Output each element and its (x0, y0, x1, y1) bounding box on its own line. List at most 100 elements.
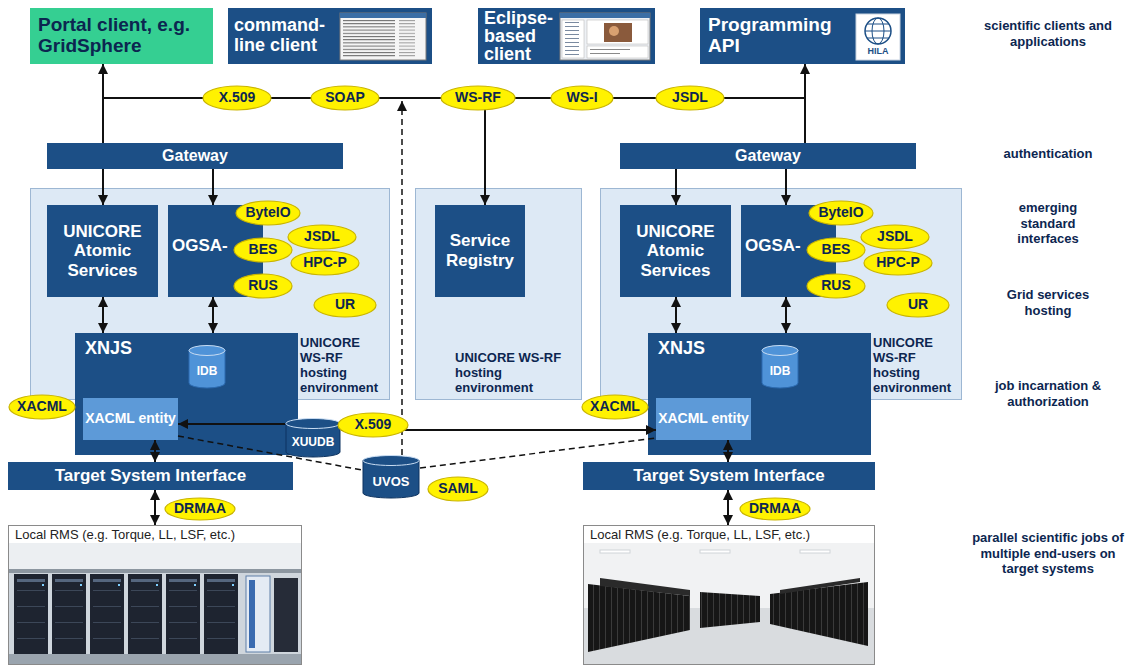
authorization-entity: XACML entity (656, 398, 751, 440)
connector (154, 490, 156, 525)
node-text: XACML entity (658, 411, 749, 426)
node-text: XACML (590, 399, 640, 414)
service-box: UNICORE Atomic Services (47, 205, 158, 297)
label-box: Grid services hosting (993, 287, 1103, 318)
ellipse-shape (236, 201, 300, 225)
text-area: SAML (427, 476, 489, 502)
node-text: XUUDB (292, 436, 335, 449)
terminal-screenshot (340, 13, 426, 60)
connector (727, 490, 729, 525)
text-area: UNICORE Atomic Services (624, 209, 727, 293)
database-cylinder: IDB (188, 345, 226, 389)
text-area: Target System Interface (8, 462, 293, 490)
cylinder-cap (363, 456, 419, 466)
decoration (14, 574, 242, 654)
text-area: WS-I (550, 85, 614, 111)
decoration (274, 578, 298, 652)
node-text: ByteIO (818, 205, 863, 220)
text-area: ByteIO (235, 200, 301, 226)
node-text: UNICORE WS-RF hosting environment (873, 336, 960, 396)
ellipse-shape (9, 395, 75, 419)
eclipse-screenshot (560, 13, 650, 60)
database-cylinder: XUUDB (285, 418, 341, 458)
standard-ellipse: HPC-P (863, 250, 933, 276)
ellipse-shape (203, 86, 271, 110)
node-text: Service Registry (438, 231, 522, 270)
text-area: XACML (581, 394, 649, 420)
ellipse-shape (441, 86, 515, 110)
cylinder-cap (189, 346, 225, 356)
ellipse-shape (338, 413, 408, 437)
node-text: SAML (438, 481, 478, 496)
text-area: UR (313, 292, 377, 318)
ellipse-shape (291, 251, 359, 275)
label-box: scientific clients and applications (983, 18, 1113, 49)
decoration (590, 53, 620, 54)
ellipse-shape (314, 293, 376, 317)
decoration (340, 13, 426, 60)
node-text: HPC-P (876, 255, 920, 270)
node-text: BES (822, 242, 851, 257)
node-text: Local RMS (e.g. Torque, LL, LSF, etc.) (588, 528, 812, 543)
decoration (867, 38, 889, 39)
decoration (560, 13, 650, 18)
node-text: DRMAA (174, 501, 226, 516)
standard-ellipse: BES (233, 237, 293, 263)
standard-ellipse: XACML (581, 394, 649, 420)
text-area: XACML entity (83, 398, 178, 440)
decoration (9, 654, 301, 664)
node-text: Gateway (162, 147, 228, 165)
standard-ellipse: HPC-P (290, 250, 360, 276)
text-area: IDB (188, 355, 226, 389)
ellipse-shape (887, 293, 949, 317)
text-area: Target System Interface (583, 462, 875, 490)
text-area: DRMAA (739, 497, 811, 521)
ellipse-shape (807, 274, 865, 298)
text-area: Service Registry (438, 209, 522, 293)
connector (178, 423, 285, 425)
standard-ellipse: UR (313, 292, 377, 318)
node-text: WS-RF (455, 90, 501, 105)
database-cylinder: IDB (761, 345, 799, 389)
authorization-entity: XACML entity (83, 398, 178, 440)
node-text: Portal client, e.g. GridSphere (38, 15, 208, 57)
service-box: Target System Interface (583, 462, 875, 490)
node-text: JSDL (304, 229, 340, 244)
decoration (800, 550, 830, 553)
text-area: command-line client (234, 10, 340, 62)
text-area: RUS (806, 273, 866, 299)
standard-ellipse: WS-RF (440, 85, 516, 111)
text-area: XACML entity (656, 398, 751, 440)
connector (212, 297, 214, 333)
service-box: Target System Interface (8, 462, 293, 490)
ellipse-shape (288, 225, 356, 249)
decoration (401, 101, 403, 455)
ellipse-shape (807, 238, 865, 262)
text-area: XNJS (85, 339, 185, 365)
text-area: ByteIO (808, 200, 874, 226)
node-text: XNJS (85, 339, 132, 359)
hila-logo (856, 14, 900, 60)
node-text: JSDL (877, 229, 913, 244)
node-text: JSDL (672, 90, 708, 105)
database-cylinder: UVOS (362, 455, 420, 499)
decoration (856, 14, 900, 60)
node-text: UNICORE Atomic Services (624, 222, 727, 281)
decoration (700, 592, 760, 628)
service-box: XNJSIDBXACML entity (648, 333, 871, 455)
decoration (9, 543, 301, 664)
text-area: Gateway (47, 143, 343, 169)
ellipse-shape (809, 201, 873, 225)
connector (727, 440, 729, 462)
ellipse-shape (234, 274, 292, 298)
standard-ellipse: RUS (233, 273, 293, 299)
standard-ellipse: JSDL (287, 224, 357, 250)
service-box: UNICORE Atomic Services (620, 205, 731, 297)
standard-ellipse: UR (886, 292, 950, 318)
decoration (867, 24, 889, 25)
text-area: Portal client, e.g. GridSphere (38, 10, 208, 62)
connector (341, 429, 656, 431)
node-text: IDB (770, 365, 791, 378)
connector (102, 297, 104, 333)
